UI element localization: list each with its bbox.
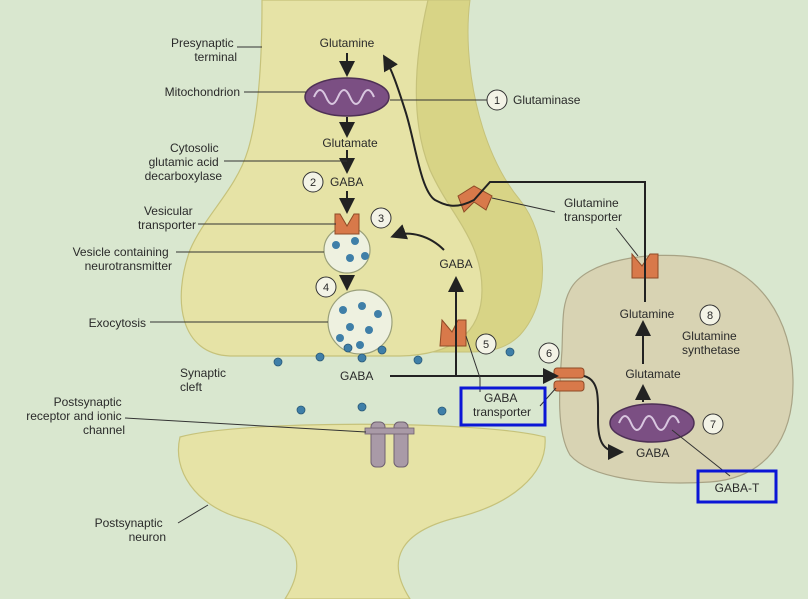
- leader-postsynaptic-neuron: [177, 504, 209, 524]
- svg-text:1: 1: [494, 95, 500, 107]
- label-exocytosis: Exocytosis: [89, 316, 146, 330]
- svg-text:8: 8: [707, 310, 713, 322]
- mitochondrion-glial: [609, 403, 695, 443]
- highlight-box-gaba-t: [696, 469, 778, 504]
- leader-gaba-t: [671, 429, 731, 477]
- label-mitochondrion: Mitochondrion: [165, 85, 240, 99]
- svg-text:4: 4: [323, 282, 329, 294]
- step-4: 4: [315, 276, 337, 298]
- leader-receptor: [124, 417, 367, 433]
- svg-text:2: 2: [310, 177, 316, 189]
- svg-text:7: 7: [710, 419, 716, 431]
- step-8: 8: [699, 304, 721, 326]
- label-synaptic-cleft: Synaptic cleft: [180, 366, 229, 394]
- gaba-transporter-glial-icon: [553, 367, 585, 392]
- label-vesicle-containing: Vesicle containing neurotransmitter: [73, 245, 172, 273]
- label-glutamine-glia: Glutamine: [620, 307, 675, 321]
- arrow-glutamine-return: [382, 54, 646, 302]
- label-gaba-glia: GABA: [636, 446, 669, 460]
- label-postsynaptic-receptor: Postsynaptic receptor and ionic channel: [26, 395, 125, 437]
- leader-glutamine-transporter-glia: [615, 227, 639, 257]
- highlight-box-gaba-transporter: [459, 386, 547, 427]
- label-gaba-transporter: GABA transporter: [473, 391, 531, 419]
- label-gaba-step2: GABA: [330, 175, 363, 189]
- label-glutamine-top: Glutamine: [320, 36, 375, 50]
- step-3: 3: [370, 207, 392, 229]
- cleft-gaba-molecules: [273, 343, 515, 416]
- label-gaba-cleft: GABA: [340, 369, 373, 383]
- gaba-transporter-presynaptic-icon: [439, 318, 467, 347]
- label-cytosolic-gad: Cytosolic glutamic acid decarboxylase: [145, 141, 223, 183]
- step-2: 2: [302, 171, 324, 193]
- vesicle-exocytosis: [327, 289, 393, 355]
- leader-glutamine-transporter: [491, 197, 556, 213]
- arrow-uptake-to-glial-gaba: [583, 375, 624, 460]
- label-glutamate-top: Glutamate: [322, 136, 378, 150]
- label-glutamine-transporter: Glutamine transporter: [564, 196, 622, 224]
- label-glutamine-synthetase: Glutamine synthetase: [682, 329, 740, 357]
- svg-text:5: 5: [483, 339, 489, 351]
- step-6: 6: [538, 342, 560, 364]
- step-5: 5: [475, 333, 497, 355]
- mitochondrion-presynaptic: [304, 77, 390, 117]
- vesicular-transporter-icon: [334, 213, 360, 235]
- label-glutamate-glia: Glutamate: [625, 367, 681, 381]
- step-7: 7: [702, 413, 724, 435]
- step-1: 1: [486, 89, 508, 111]
- svg-text:3: 3: [378, 213, 384, 225]
- label-glutaminase: Glutaminase: [513, 93, 581, 107]
- label-gaba-reuptake: GABA: [439, 257, 472, 271]
- label-gaba-t: GABA-T: [715, 481, 760, 495]
- postsynaptic-receptor-channel: [364, 421, 415, 468]
- postsynaptic-neuron: [177, 423, 546, 599]
- arrow-reuptake-to-vesicle: [390, 224, 445, 251]
- presynaptic-terminal: [180, 0, 483, 357]
- label-presynaptic-terminal: Presynaptic terminal: [171, 36, 237, 64]
- vesicle-storage: [323, 226, 371, 274]
- leader-gaba-transporter-glia: [539, 387, 557, 407]
- svg-text:6: 6: [546, 348, 552, 360]
- label-postsynaptic-neuron: Postsynaptic neuron: [95, 516, 166, 544]
- label-vesicular-transporter: Vesicular transporter: [138, 204, 196, 232]
